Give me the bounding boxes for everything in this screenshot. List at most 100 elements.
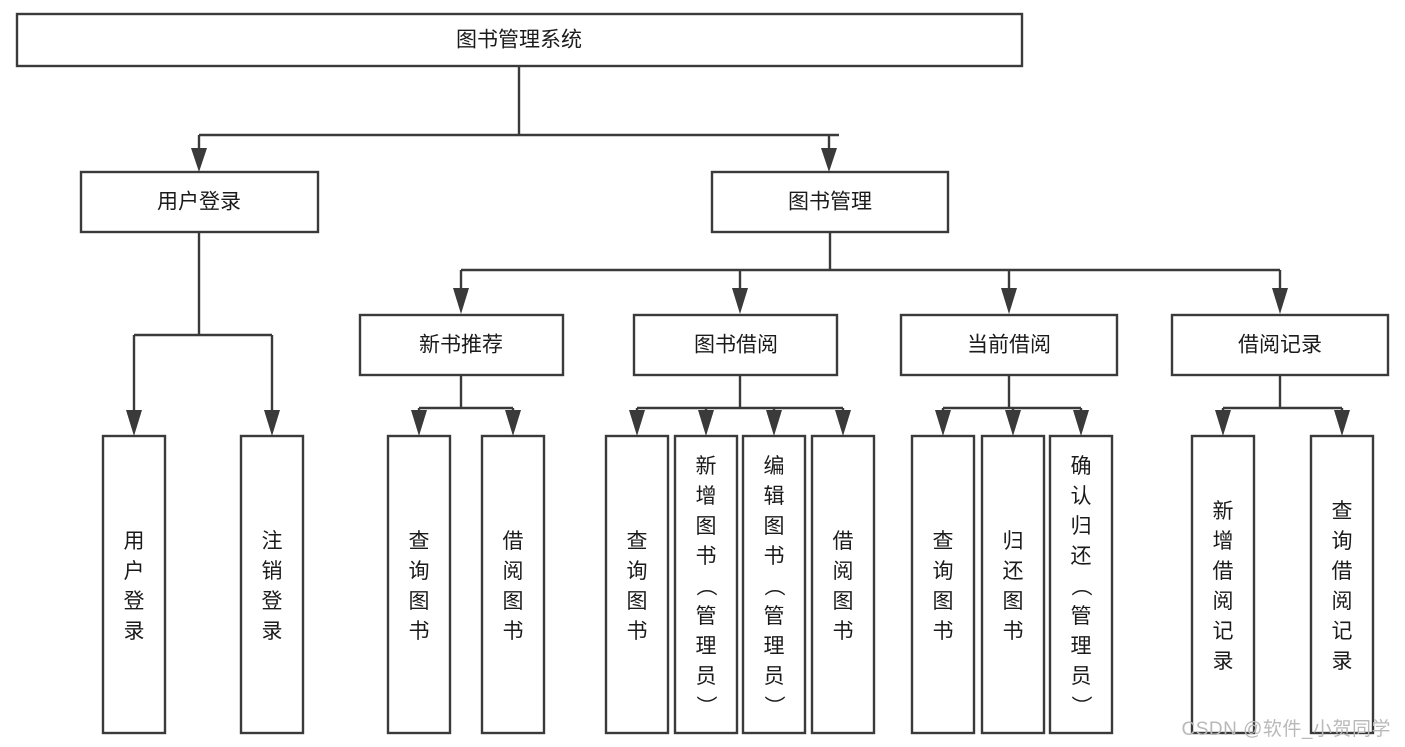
node-leaf1-label: 用户登录: [124, 530, 145, 643]
node-leaf11-box[interactable]: [1048, 434, 1114, 735]
node-root-box[interactable]: [15, 12, 1024, 68]
svg-text:书: 书: [696, 545, 717, 568]
svg-text:阅: 阅: [503, 560, 524, 583]
watermark: CSDN @软件_小贺同学: [1181, 719, 1391, 740]
node-bookmgmt-box[interactable]: [710, 170, 950, 234]
svg-text:图: 图: [764, 515, 785, 538]
node-newbook-box[interactable]: [358, 313, 565, 377]
svg-text:管: 管: [1071, 605, 1092, 628]
node-leaf7-box[interactable]: [741, 434, 807, 735]
node-login-box[interactable]: [79, 170, 320, 234]
svg-text:（: （: [762, 575, 785, 596]
arrow-to-leaf6: [698, 410, 714, 436]
node-newbook[interactable]: 新书推荐: [358, 313, 565, 377]
svg-text:归: 归: [1003, 530, 1024, 553]
arrow-to-login: [191, 148, 207, 172]
node-root[interactable]: 图书管理系统: [15, 12, 1024, 68]
svg-text:注: 注: [262, 530, 283, 553]
node-records[interactable]: 借阅记录: [1170, 313, 1390, 377]
arrow-to-records: [1272, 288, 1288, 314]
svg-text:查: 查: [933, 530, 954, 553]
svg-text:书: 书: [1003, 620, 1024, 643]
svg-text:图: 图: [503, 590, 524, 613]
svg-text:编: 编: [764, 455, 785, 478]
arrow-to-leaf1: [126, 410, 142, 436]
node-leaf2-box[interactable]: [239, 434, 305, 735]
arrow-to-borrow: [732, 288, 748, 314]
node-leaf3-box[interactable]: [386, 434, 452, 735]
svg-text:查: 查: [409, 530, 430, 553]
svg-text:书: 书: [764, 545, 785, 568]
node-leaf4-box[interactable]: [480, 434, 546, 735]
svg-text:录: 录: [124, 620, 145, 643]
node-current[interactable]: 当前借阅: [899, 313, 1119, 377]
svg-text:书: 书: [503, 620, 524, 643]
node-leaf1-box[interactable]: [101, 434, 167, 735]
svg-text:新: 新: [1213, 500, 1234, 523]
node-leaf6-box[interactable]: [673, 434, 739, 735]
node-leaf9-box[interactable]: [910, 434, 976, 735]
svg-text:书: 书: [933, 620, 954, 643]
node-borrow-box[interactable]: [632, 313, 839, 377]
svg-text:借: 借: [1332, 560, 1353, 583]
node-current-box[interactable]: [899, 313, 1119, 377]
node-leaf13-box[interactable]: [1309, 434, 1375, 735]
arrow-to-leaf7: [766, 410, 782, 436]
node-records-label: 借阅记录: [1238, 334, 1322, 357]
svg-text:借: 借: [1213, 560, 1234, 583]
node-leaf8-box[interactable]: [810, 434, 876, 735]
svg-text:辑: 辑: [764, 485, 785, 508]
svg-text:阅: 阅: [1332, 590, 1353, 613]
node-leaf5-box[interactable]: [604, 434, 670, 735]
svg-text:理: 理: [696, 635, 717, 658]
arrow-to-leaf13: [1334, 410, 1350, 436]
node-leaf10-box[interactable]: [980, 434, 1046, 735]
svg-text:员: 员: [1071, 665, 1092, 688]
svg-text:录: 录: [1213, 650, 1234, 673]
svg-text:管: 管: [696, 605, 717, 628]
svg-text:增: 增: [1213, 530, 1234, 553]
svg-text:登: 登: [124, 590, 145, 613]
node-bookmgmt[interactable]: 图书管理: [710, 170, 950, 234]
svg-text:询: 询: [933, 560, 954, 583]
arrow-to-leaf10: [1005, 410, 1021, 436]
arrow-to-current: [1001, 288, 1017, 314]
node-login[interactable]: 用户登录: [79, 170, 320, 234]
svg-text:借: 借: [833, 530, 854, 553]
node-leaf12-box[interactable]: [1190, 434, 1256, 735]
svg-text:（: （: [1069, 575, 1092, 596]
arrow-to-leaf12: [1215, 410, 1231, 436]
svg-text:员: 员: [696, 665, 717, 688]
svg-text:书: 书: [833, 620, 854, 643]
node-records-box[interactable]: [1170, 313, 1390, 377]
svg-text:图: 图: [627, 590, 648, 613]
svg-text:图: 图: [833, 590, 854, 613]
svg-text:书: 书: [409, 620, 430, 643]
svg-text:图: 图: [696, 515, 717, 538]
arrow-to-leaf3: [411, 410, 427, 436]
node-borrow-label: 图书借阅: [694, 334, 778, 357]
node-borrow[interactable]: 图书借阅: [632, 313, 839, 377]
svg-text:阅: 阅: [1213, 590, 1234, 613]
svg-text:理: 理: [764, 635, 785, 658]
svg-text:图: 图: [933, 590, 954, 613]
svg-text:新: 新: [696, 455, 717, 478]
svg-text:登: 登: [262, 590, 283, 613]
svg-text:销: 销: [262, 560, 283, 583]
svg-text:增: 增: [696, 485, 717, 508]
svg-text:查: 查: [627, 530, 648, 553]
leaf-node-layer: [101, 434, 1375, 735]
node-bookmgmt-label: 图书管理: [788, 191, 872, 214]
connector-layer: [126, 66, 1350, 436]
